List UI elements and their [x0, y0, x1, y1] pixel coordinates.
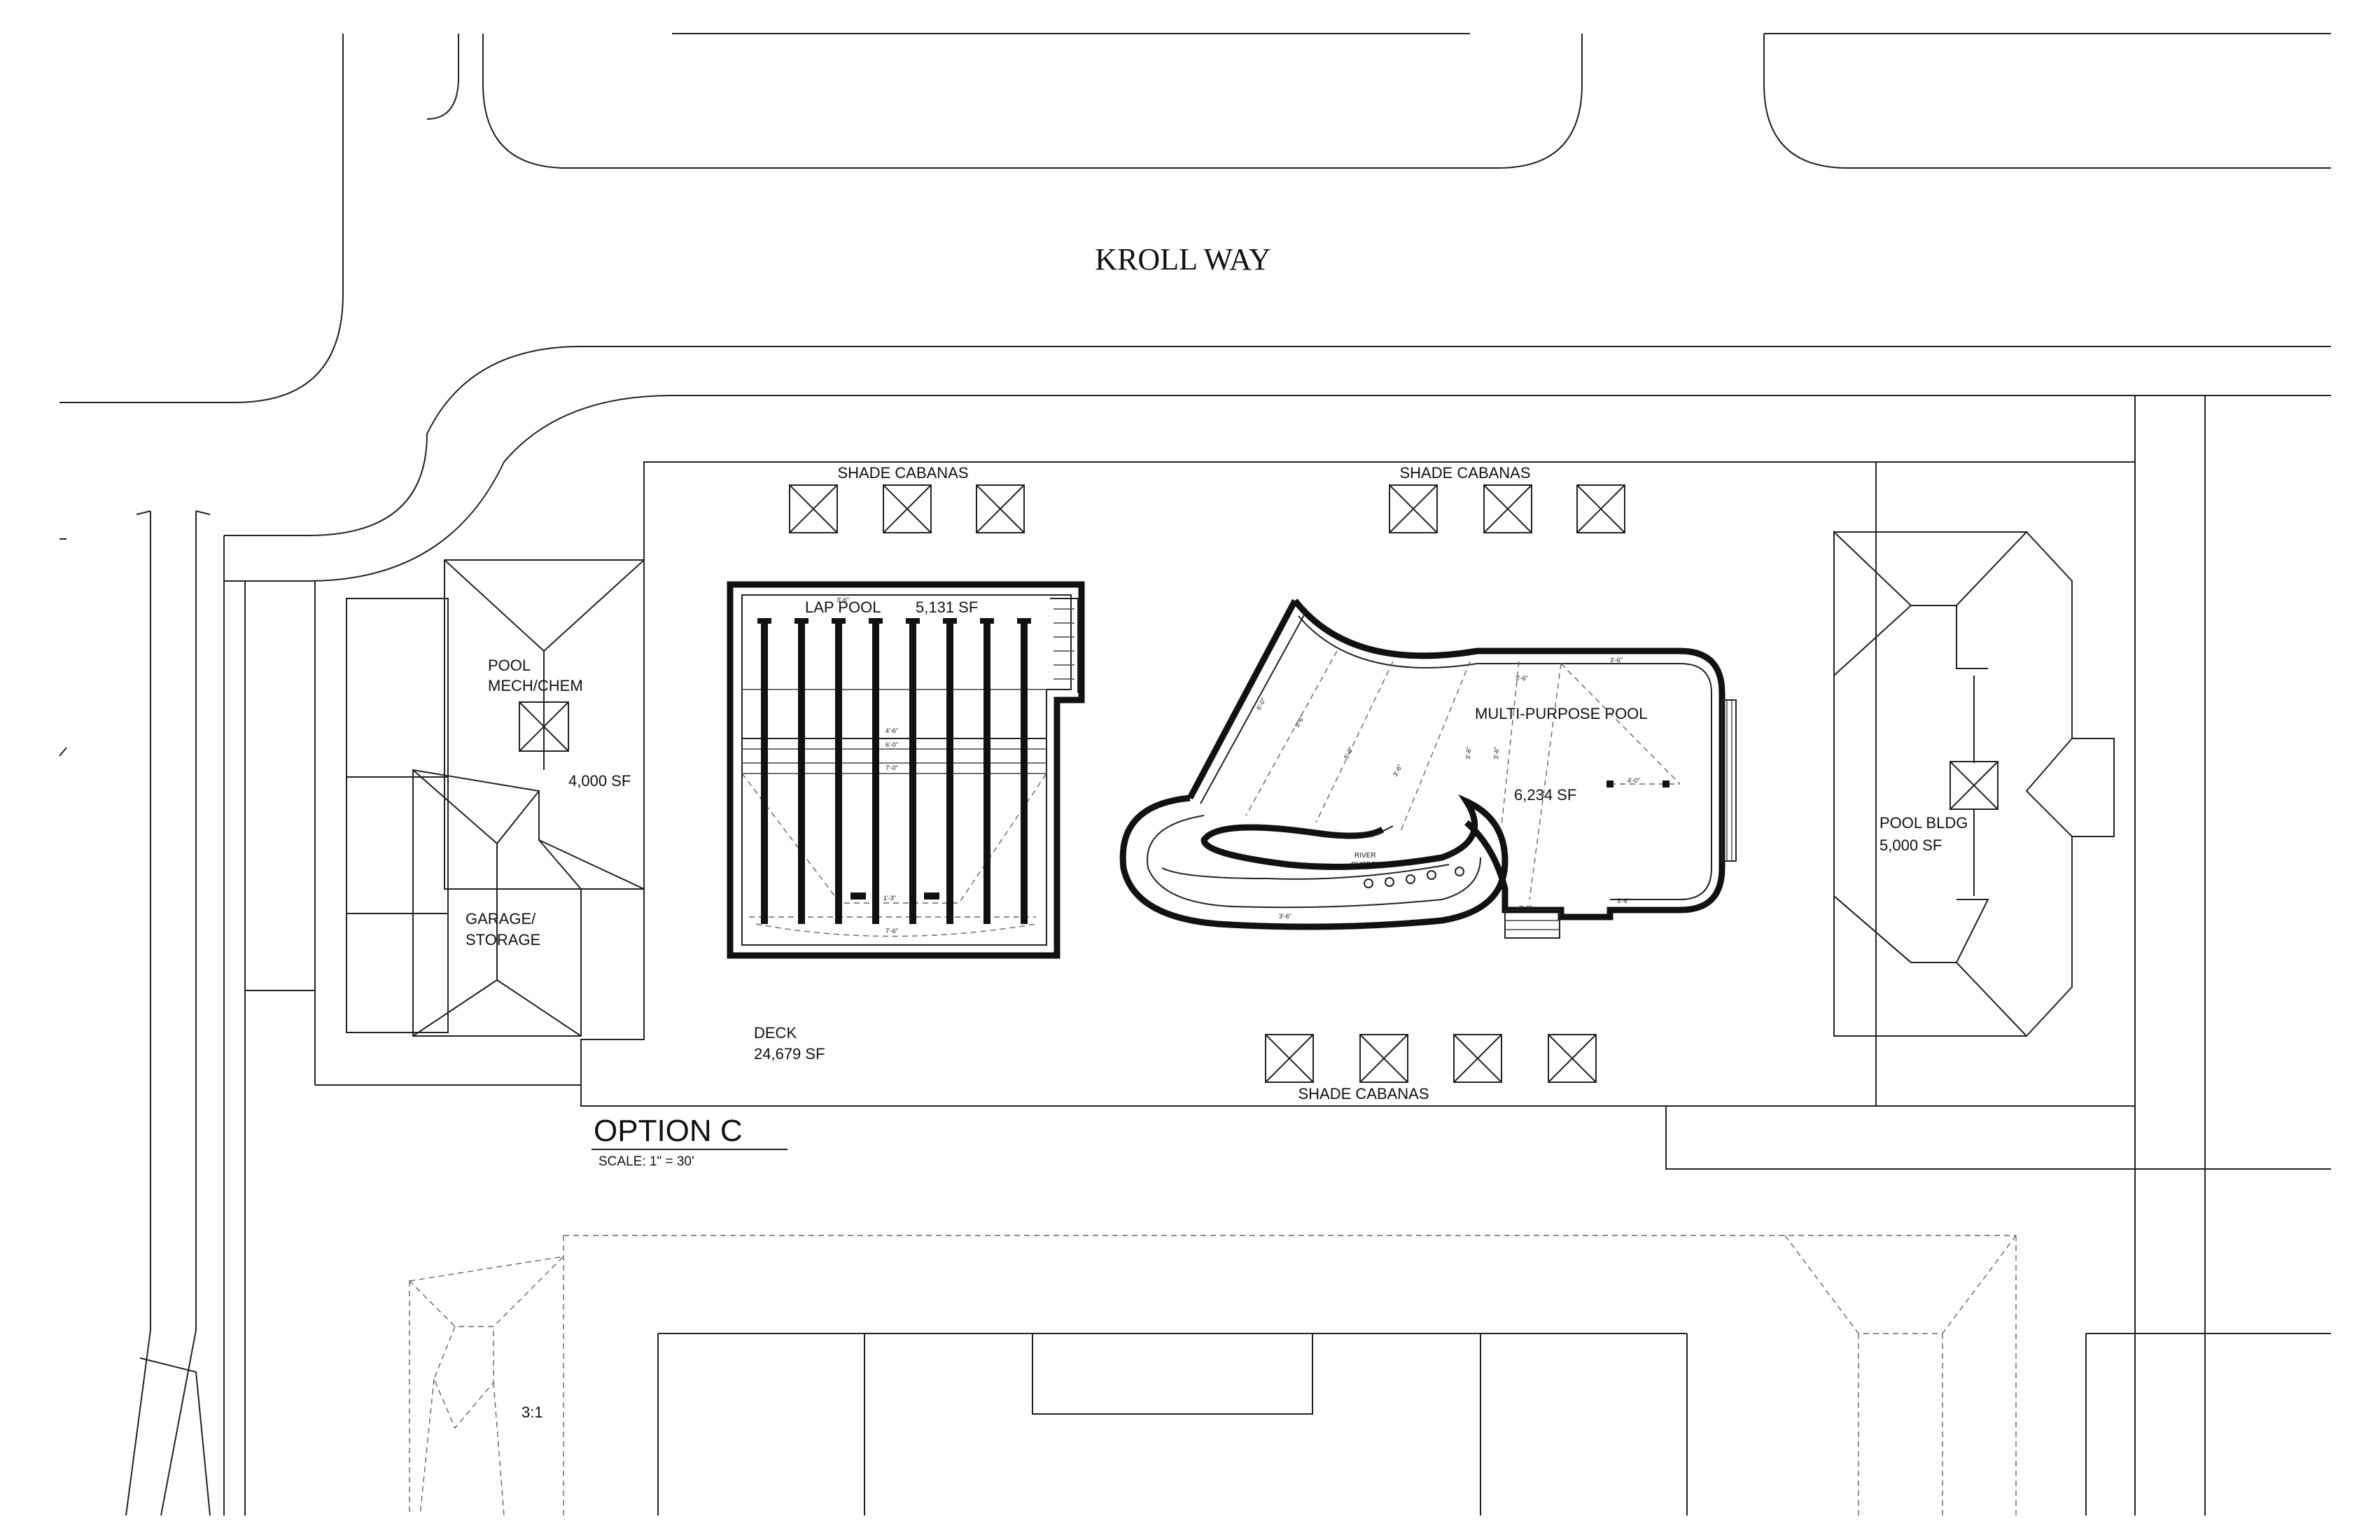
- river-current-label-line2: CURRENT: [1351, 861, 1385, 869]
- garage-label-line2: STORAGE: [465, 931, 540, 948]
- dim-mp-10: 3'-6": [1617, 897, 1630, 904]
- lap-pool-area-label: 5,131 SF: [916, 598, 978, 616]
- shade-cabanas-label-top-left: SHADE CABANAS: [837, 464, 968, 482]
- deck-label: DECK: [754, 1024, 797, 1042]
- garage-storage-building: [412, 769, 645, 1037]
- pool-mech-label-line2: MECH/CHEM: [488, 677, 583, 694]
- garage-label-line1: GARAGE/: [465, 910, 536, 927]
- dimension-callouts: 3'-6" 4'-6" 6'-0" 7'-0" 1'-3" 7'-6" 6'-0…: [836, 596, 1640, 934]
- dim-mp-7: 3'-6": [1516, 675, 1528, 682]
- pool-mech-area-label: 4,000 SF: [568, 772, 631, 790]
- lap-pool: [727, 581, 1085, 959]
- dim-lap-bottom1: 1'-3": [883, 895, 896, 902]
- slope-label: 3:1: [522, 1404, 543, 1421]
- shade-cabanas-bottom: [1265, 1034, 1597, 1083]
- dim-mp-12: 3'-6": [1279, 913, 1292, 920]
- shade-cabanas-top-left: [789, 484, 1025, 533]
- dim-mp-6: 3'-6": [1492, 746, 1501, 760]
- shade-cabanas-top-right: [1389, 484, 1625, 533]
- lower-buildings: [408, 1235, 2331, 1516]
- pool-mech-building: [444, 559, 645, 890]
- dim-mp-5: 3'-6": [1464, 746, 1473, 760]
- multi-purpose-pool: [1119, 598, 1737, 939]
- pool-mech-label-line1: POOL: [488, 657, 531, 674]
- drawing-scale: SCALE: 1" = 30': [598, 1154, 694, 1169]
- deck-area-label: 24,679 SF: [754, 1045, 825, 1063]
- pool-bldg-label: POOL BLDG: [1879, 814, 1968, 832]
- pool-building: [1833, 530, 2115, 1037]
- pool-bldg-area-label: 5,000 SF: [1879, 836, 1942, 854]
- dim-mp-4: 3'-6": [1392, 763, 1404, 778]
- shade-cabanas-label-bottom: SHADE CABANAS: [1298, 1085, 1429, 1102]
- dim-lap-row2: 6'-0": [886, 741, 898, 748]
- dim-mp-8: 4'-0": [1628, 777, 1640, 784]
- dim-mp-1: 6'-0": [1255, 696, 1267, 711]
- dim-mp-2: 5'-6": [1294, 714, 1306, 729]
- lap-pool-label: LAP POOL: [805, 598, 881, 616]
- drawing-title: OPTION C: [594, 1114, 743, 1148]
- street-name-label: KROLL WAY: [1095, 242, 1270, 276]
- dim-lap-row1: 4'-6": [886, 727, 898, 734]
- dim-lap-top: 3'-6": [836, 596, 849, 603]
- dim-mp-9: 3'-6": [1610, 657, 1623, 664]
- dim-mp-3: 5'-0": [1343, 746, 1354, 760]
- title-block: OPTION C SCALE: 1" = 30': [592, 1114, 788, 1169]
- dim-lap-row3: 7'-0": [886, 764, 898, 771]
- dim-lap-bottom2: 7'-6": [886, 927, 898, 934]
- multi-purpose-area-label: 6,234 SF: [1514, 786, 1576, 804]
- multi-purpose-pool-label: MULTI-PURPOSE POOL: [1475, 705, 1648, 722]
- river-current-label-line1: RIVER: [1354, 852, 1376, 860]
- dim-mp-11: 3'-6": [1519, 904, 1532, 911]
- shade-cabanas-label-top-right: SHADE CABANAS: [1399, 464, 1530, 482]
- deck-boundary: [315, 461, 2136, 1107]
